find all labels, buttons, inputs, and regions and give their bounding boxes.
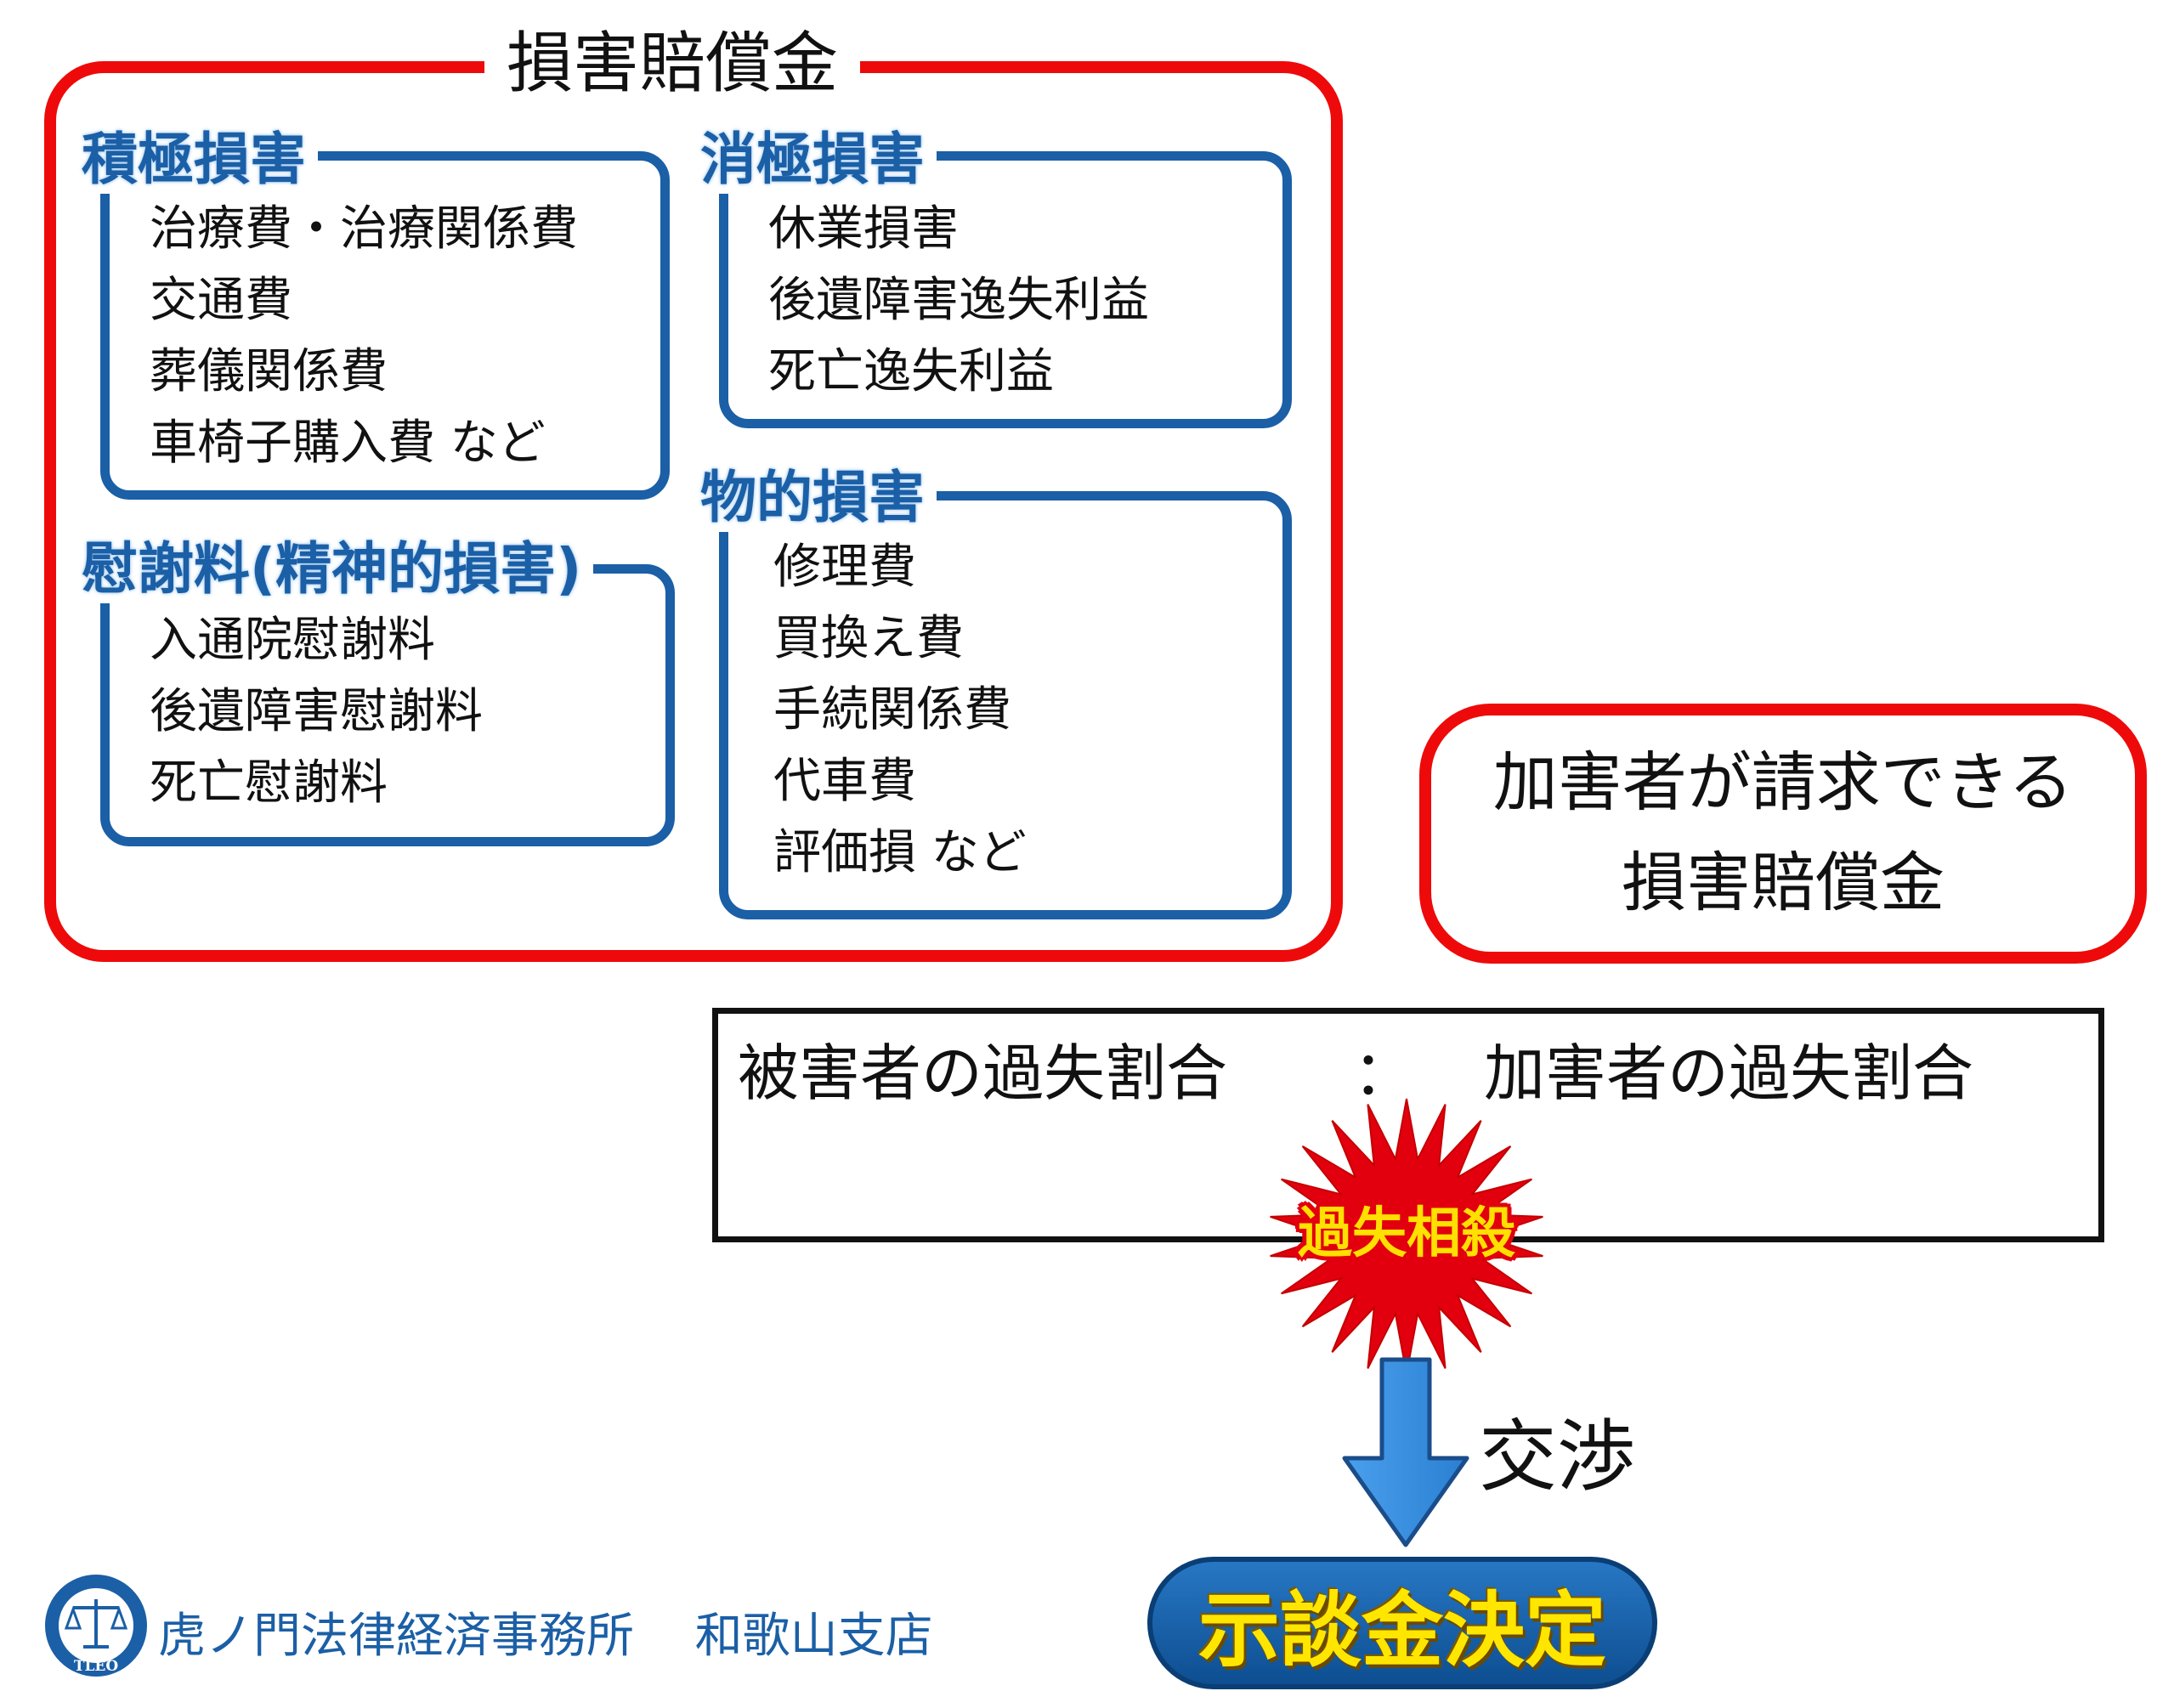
- firm-branch: 和歌山支店: [694, 1609, 933, 1664]
- list-item: 葬儀関係費: [150, 344, 388, 399]
- firm-name-line: 虎ノ門法律経済事務所 和歌山支店: [158, 1598, 933, 1666]
- consolation-items: 入通院慰謝料 後遺障害慰謝料 死亡慰謝料: [150, 605, 483, 819]
- list-item: 死亡慰謝料: [150, 755, 388, 811]
- list-item: 後遺障害逸失利益: [768, 273, 1149, 328]
- fault-offset-label: 過失相殺: [1298, 1202, 1515, 1265]
- property-damage-heading: 物的損害: [700, 464, 937, 532]
- passive-damage-heading: 消極損害: [700, 126, 937, 194]
- compensation-title: 損害賠償金: [484, 25, 861, 102]
- arrow-down-icon: [1342, 1357, 1469, 1547]
- logo-text: TLEO: [74, 1658, 119, 1675]
- list-item: 死亡逸失利益: [768, 344, 1054, 399]
- active-damage-items: 治療費・治療関係費 交通費 葬儀関係費 車椅子購入費 など: [150, 194, 578, 479]
- list-item: 治療費・治療関係費: [150, 201, 578, 257]
- list-item: 評価損 など: [773, 825, 1027, 880]
- claimable-line-2: 損害賠償金: [1622, 845, 1945, 920]
- compensation-box: [44, 61, 1343, 962]
- victim-fault-ratio: 被害者の過失割合: [738, 1038, 1228, 1109]
- offender-fault-ratio: 加害者の過失割合: [1484, 1038, 1974, 1109]
- passive-damage-box: [719, 151, 1292, 428]
- settlement-badge: 示談金決定: [1147, 1557, 1657, 1689]
- property-damage-box: [719, 491, 1292, 919]
- active-damage-heading: 積極損害: [82, 126, 318, 194]
- ratio-separator: ：: [1353, 1038, 1415, 1109]
- list-item: 車椅子購入費 など: [150, 416, 546, 471]
- claimable-line-1: 加害者が請求できる: [1492, 744, 2074, 820]
- negotiation-label: 交渉: [1479, 1411, 1636, 1502]
- claimable-compensation-box: [1419, 704, 2147, 964]
- firm-name: 虎ノ門法律経済事務所: [158, 1609, 634, 1664]
- passive-damage-items: 休業損害 後遺障害逸失利益 死亡逸失利益: [768, 194, 1149, 408]
- list-item: 交通費: [150, 273, 292, 328]
- consolation-heading: 慰謝料(精神的損害): [82, 535, 594, 603]
- settlement-label: 示談金決定: [1198, 1582, 1606, 1678]
- active-damage-box: [100, 151, 670, 500]
- list-item: 修理費: [773, 540, 916, 595]
- list-item: 後遺障害慰謝料: [150, 684, 483, 739]
- list-item: 買換え費: [773, 611, 964, 666]
- list-item: 入通院慰謝料: [150, 613, 435, 668]
- claimable-compensation-text: 加害者が請求できる 損害賠償金: [1419, 732, 2147, 933]
- list-item: 手続関係費: [773, 682, 1011, 738]
- list-item: 代車費: [773, 754, 916, 809]
- list-item: 休業損害: [768, 201, 959, 257]
- scales-of-justice-logo: TLEO: [45, 1575, 147, 1677]
- property-damage-items: 修理費 買換え費 手続関係費 代車費 評価損 など: [773, 532, 1027, 889]
